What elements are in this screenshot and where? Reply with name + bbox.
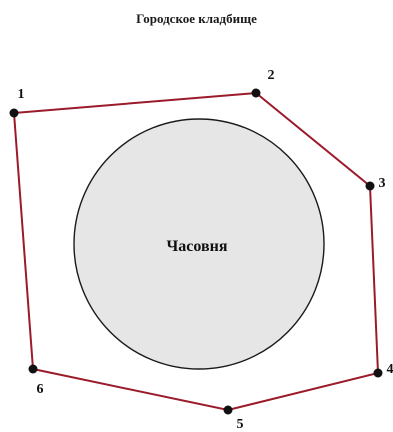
vertex-point-4: [373, 368, 383, 378]
vertex-point-6: [28, 364, 38, 374]
vertex-point-5: [223, 405, 233, 415]
vertex-label-6: 6: [37, 382, 44, 397]
chapel-circle: [73, 118, 325, 370]
vertex-point-2: [251, 88, 261, 98]
vertex-label-3: 3: [379, 176, 386, 191]
vertex-label-4: 4: [387, 362, 393, 377]
page-title: Городское кладбище: [136, 11, 257, 26]
chapel-label: Часовня: [167, 238, 228, 255]
vertex-label-2: 2: [268, 68, 275, 83]
vertex-label-1: 1: [18, 87, 25, 102]
vertex-label-5: 5: [237, 417, 244, 432]
boundary-vertices: 1 2 3 4 5 6: [9, 68, 393, 432]
vertex-point-3: [365, 181, 375, 191]
vertex-point-1: [9, 108, 19, 118]
